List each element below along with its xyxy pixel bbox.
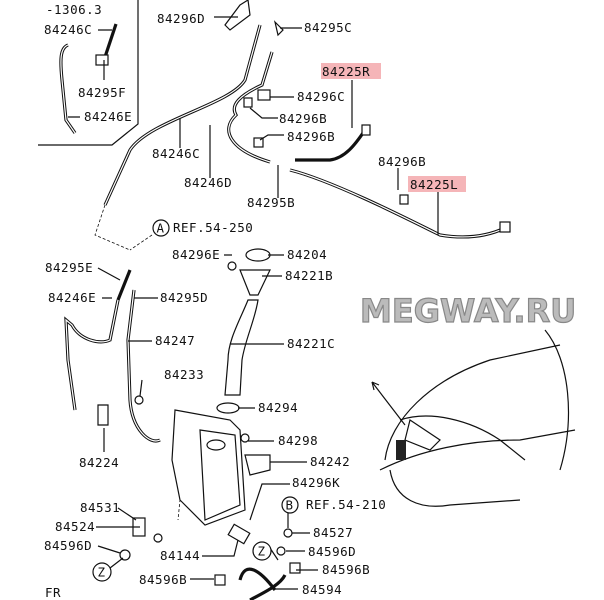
callout-B: B xyxy=(281,496,299,514)
part-label: 84296E xyxy=(172,247,220,262)
part-label-highlighted: 84225R xyxy=(322,64,370,79)
callout-Z1: Z xyxy=(92,562,112,582)
part-label: 84296B xyxy=(378,154,426,169)
part-label: 84295C xyxy=(304,20,352,35)
part-label: 84296D xyxy=(157,11,205,26)
part-label: 84527 xyxy=(313,525,353,540)
watermark-logo: MEGWAY.RU xyxy=(360,292,576,330)
part-label: 84295B xyxy=(247,195,295,210)
part-label: 84246D xyxy=(184,175,232,190)
part-label: 84242 xyxy=(310,454,350,469)
part-label: 84298 xyxy=(278,433,318,448)
part-label: 84596D xyxy=(308,544,356,559)
part-label: 84596B xyxy=(322,562,370,577)
highlight-84225L xyxy=(408,176,466,192)
part-label: 84296B xyxy=(287,129,335,144)
part-label: 84296C xyxy=(297,89,345,104)
washer-tank xyxy=(97,248,301,586)
part-label: 84594 xyxy=(302,582,342,597)
part-label: 84295D xyxy=(160,290,208,305)
part-label: 84246E xyxy=(48,290,96,305)
front-direction-label: FR xyxy=(45,585,61,600)
part-label: 84144 xyxy=(160,548,200,563)
svg-text:A: A xyxy=(157,221,165,236)
reference-label: REF.54-250 xyxy=(173,220,253,235)
inset-border xyxy=(38,0,139,146)
reference-label: REF.54-210 xyxy=(306,497,386,512)
part-label: 84246E xyxy=(84,109,132,124)
part-label: 84247 xyxy=(155,333,195,348)
callout-A: A xyxy=(152,219,170,237)
part-label: 84221B xyxy=(285,268,333,283)
part-label: 84596D xyxy=(44,538,92,553)
part-label: 84246C xyxy=(44,22,92,37)
part-label: 84296B xyxy=(279,111,327,126)
part-label: 84524 xyxy=(55,519,95,534)
svg-text:Z: Z xyxy=(98,565,106,580)
part-label: 84531 xyxy=(80,500,120,515)
part-label: 84295F xyxy=(78,85,126,100)
part-label: 84221C xyxy=(287,336,335,351)
part-label: 84295E xyxy=(45,260,93,275)
part-label: 84296K xyxy=(292,475,340,490)
part-label: 84596B xyxy=(139,572,187,587)
svg-text:Z: Z xyxy=(258,544,266,559)
part-label: 84204 xyxy=(287,247,327,262)
highlight-84225R xyxy=(321,63,381,79)
inset-range-label: -1306.3 xyxy=(46,2,102,17)
car-illustration xyxy=(371,329,576,507)
callout-Z2: Z xyxy=(252,541,272,561)
svg-text:B: B xyxy=(286,498,294,513)
part-label: 84246C xyxy=(152,146,200,161)
leader-lines xyxy=(68,16,439,590)
clips xyxy=(95,0,511,233)
part-label: 84233 xyxy=(164,367,204,382)
part-label: 84294 xyxy=(258,400,298,415)
hoses xyxy=(59,23,506,600)
part-labels: -1306.3 84246C 84296D 84295C 84225R 8429… xyxy=(44,2,458,600)
part-label-highlighted: 84225L xyxy=(410,177,458,192)
part-label: 84224 xyxy=(79,455,119,470)
